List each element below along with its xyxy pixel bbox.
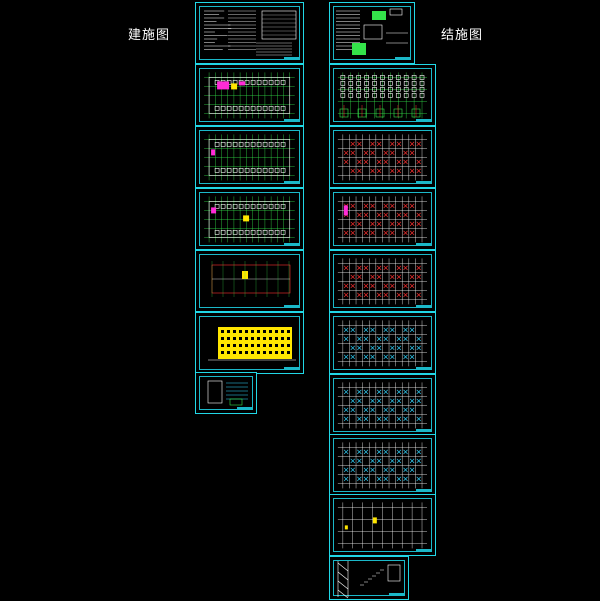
arch-sheet-2-floor-plan[interactable] bbox=[195, 64, 304, 126]
struct-sheet-2-foundation-plan[interactable] bbox=[329, 64, 436, 126]
arch-sheet-3-floor-plan[interactable] bbox=[195, 126, 304, 188]
struct-sheet-7-slab-plan[interactable] bbox=[329, 374, 436, 436]
arch-sheet-1-notes[interactable] bbox=[195, 2, 304, 64]
arch-sheet-5-roof-plan[interactable] bbox=[195, 250, 304, 312]
arch-sheet-4-floor-plan[interactable] bbox=[195, 188, 304, 250]
struct-sheet-4-beam-plan[interactable] bbox=[329, 188, 436, 250]
struct-sheet-10-stair-detail[interactable] bbox=[329, 556, 409, 600]
struct-sheet-6-slab-plan[interactable] bbox=[329, 312, 436, 374]
struct-sheet-8-slab-plan[interactable] bbox=[329, 434, 436, 496]
struct-sheet-1-notes[interactable] bbox=[329, 2, 415, 64]
struct-sheet-9-roof-structure[interactable] bbox=[329, 494, 436, 556]
struct-sheet-5-beam-plan[interactable] bbox=[329, 250, 436, 312]
struct-sheet-3-column-plan[interactable] bbox=[329, 126, 436, 188]
structure-drawings-label: 结施图 bbox=[441, 24, 483, 43]
arch-sheet-6-elevation[interactable] bbox=[195, 312, 304, 374]
arch-sheet-7-detail[interactable] bbox=[195, 372, 257, 414]
architecture-drawings-label: 建施图 bbox=[128, 24, 170, 43]
